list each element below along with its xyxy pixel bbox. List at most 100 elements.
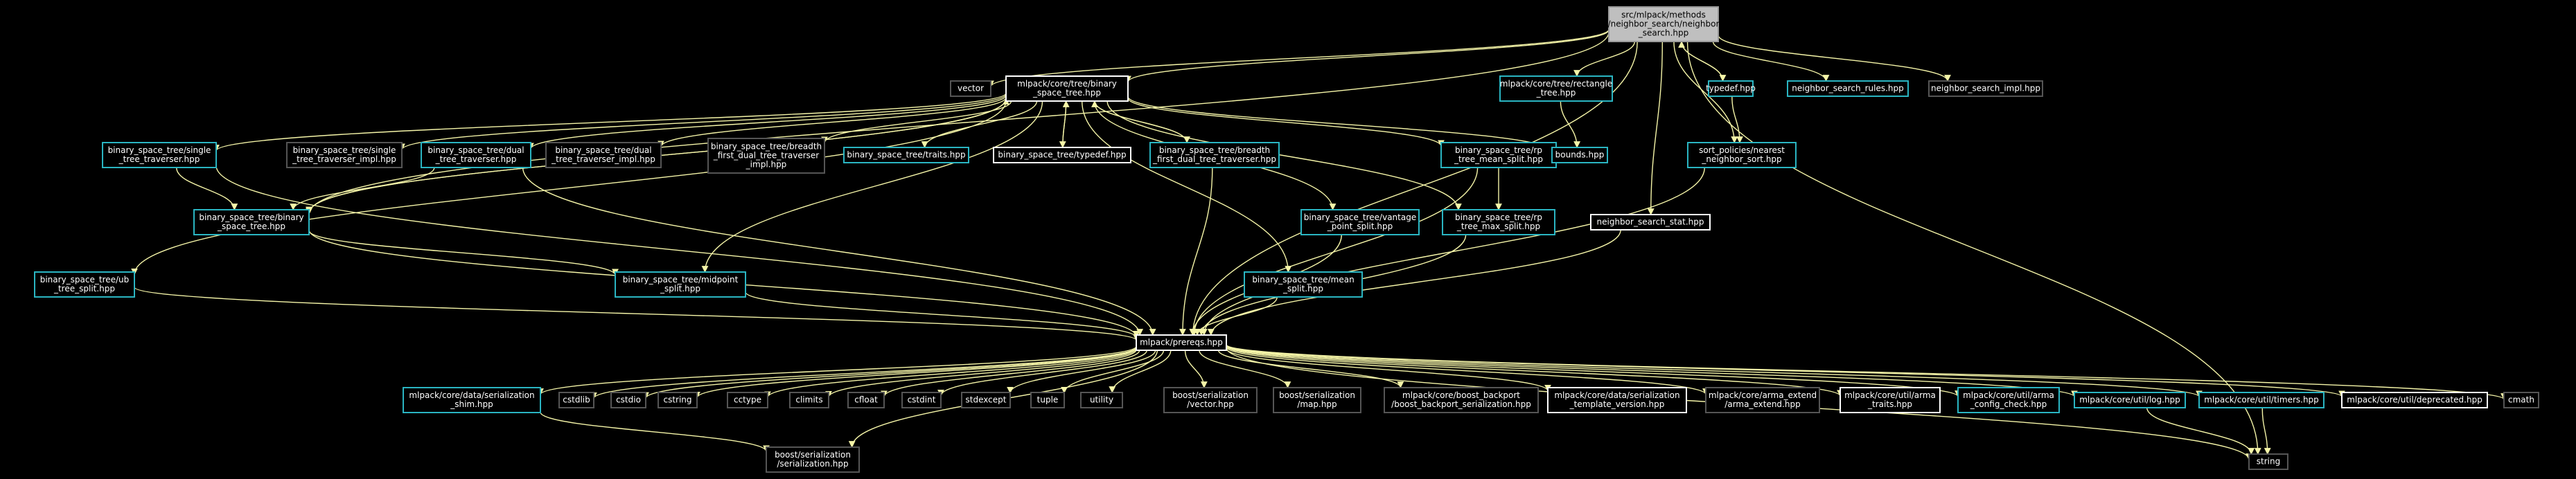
edge-bst-to-bfdtimpl xyxy=(821,100,1012,144)
node-cctype[interactable]: cctype xyxy=(727,392,768,408)
node-nsstat[interactable]: neighbor_search_stat.hpp xyxy=(1590,214,1711,231)
node-label-line: binary_space_tree/mean xyxy=(1252,275,1354,284)
node-sortnearest[interactable]: sort_policies/nearest_neighbor_sort.hpp xyxy=(1687,142,1797,168)
node-backport[interactable]: mlpack/core/boost_backport/boost_backpor… xyxy=(1384,387,1539,413)
edge-midpoint-to-prereqs xyxy=(745,291,1140,338)
node-string[interactable]: string xyxy=(2248,453,2288,470)
node-label-line: _config_check.hpp xyxy=(1970,399,2047,409)
node-cmath[interactable]: cmath xyxy=(2503,392,2539,408)
node-cstdlib[interactable]: cstdlib xyxy=(558,392,594,408)
node-tuple[interactable]: tuple xyxy=(1030,392,1065,408)
node-cstring[interactable]: cstring xyxy=(658,392,698,408)
edge-bst-to-rpmax xyxy=(1106,100,1462,210)
node-label-line: binary_space_tree/ub xyxy=(40,275,130,284)
node-label-line: _tree_split.hpp xyxy=(53,284,115,293)
node-box xyxy=(1787,80,1909,97)
node-box xyxy=(1957,387,2060,413)
node-bmap[interactable]: boost/serialization/map.hpp xyxy=(1273,387,1361,413)
node-box xyxy=(950,80,991,97)
node-rpmean[interactable]: binary_space_tree/rp_tree_mean_split.hpp xyxy=(1440,142,1557,168)
node-bfdt[interactable]: binary_space_tree/breadth_first_dual_tre… xyxy=(1149,142,1280,168)
node-box xyxy=(847,392,885,408)
node-prereqs[interactable]: mlpack/prereqs.hpp xyxy=(1136,334,1227,351)
edge-typedef-to-root xyxy=(1678,41,1724,82)
node-box xyxy=(615,271,746,298)
node-typedef[interactable]: typedef.hpp xyxy=(1706,80,1756,97)
node-armaext[interactable]: mlpack/core/arma_extend/arma_extend.hpp xyxy=(1705,387,1820,413)
node-cstdio[interactable]: cstdio xyxy=(610,392,646,408)
edge-shim-to-bser xyxy=(540,411,770,453)
node-label-line: typedef.hpp xyxy=(1706,84,1756,93)
node-mean[interactable]: binary_space_tree/mean_split.hpp xyxy=(1244,271,1363,298)
edge-prereqs-to-bmap xyxy=(1199,350,1291,388)
node-label-line: sort_policies/nearest xyxy=(1699,145,1785,155)
node-utility[interactable]: utility xyxy=(1080,392,1123,408)
node-bser[interactable]: boost/serialization/serialization.hpp xyxy=(766,446,860,473)
node-box xyxy=(2198,392,2324,408)
node-log[interactable]: mlpack/core/util/log.hpp xyxy=(2074,392,2186,408)
edge-rpmean-to-prereqs xyxy=(1190,167,1479,336)
node-rpmax[interactable]: binary_space_tree/rp_tree_max_split.hpp xyxy=(1442,209,1555,235)
node-dualimpl[interactable]: binary_space_tree/dual_tree_traverser_im… xyxy=(545,142,662,168)
node-label-line: binary_space_tree/typedef.hpp xyxy=(998,150,1126,160)
edge-bst-to-rpmean xyxy=(1127,98,1445,147)
node-root[interactable]: src/mlpack/methods/neighbor_search/neigh… xyxy=(1608,6,1720,42)
node-armaconfig[interactable]: mlpack/core/util/arma_config_check.hpp xyxy=(1957,387,2060,413)
edge-bst-to-singleimpl xyxy=(398,93,1007,151)
node-layer: src/mlpack/methods/neighbor_search/neigh… xyxy=(34,6,2539,473)
node-traits[interactable]: binary_space_tree/traits.hpp xyxy=(843,147,969,163)
node-ub[interactable]: binary_space_tree/ub_tree_split.hpp xyxy=(34,271,135,298)
node-label-line: tuple xyxy=(1037,395,1059,405)
node-bst[interactable]: mlpack/core/tree/binary_space_tree.hpp xyxy=(1005,75,1129,102)
node-box xyxy=(1840,387,1941,413)
node-stdexcept[interactable]: stdexcept xyxy=(961,392,1011,408)
node-nsimpl[interactable]: neighbor_search_impl.hpp xyxy=(1928,80,2043,97)
edge-mean-to-prereqs xyxy=(1194,296,1278,336)
node-label-line: binary_space_tree/dual xyxy=(555,145,651,155)
node-cfloat[interactable]: cfloat xyxy=(847,392,885,408)
edge-root-to-string xyxy=(1686,41,2261,455)
node-dual[interactable]: binary_space_tree/dual_tree_traverser.hp… xyxy=(421,142,531,168)
edge-single-to-bstinner xyxy=(175,167,238,210)
node-box xyxy=(2341,392,2488,408)
edge-sortnearest-to-prereqs xyxy=(1200,167,1705,336)
node-bsttypedef[interactable]: binary_space_tree/typedef.hpp xyxy=(993,147,1131,163)
node-label-line: binary_space_tree/rp xyxy=(1455,145,1542,155)
node-armatraits[interactable]: mlpack/core/util/arma_traits.hpp xyxy=(1840,387,1941,413)
node-bstinner[interactable]: binary_space_tree/binary_space_tree.hpp xyxy=(193,209,310,235)
node-climits[interactable]: climits xyxy=(789,392,829,408)
node-label-line: mlpack/core/util/log.hpp xyxy=(2079,395,2180,405)
edge-bst-to-mean xyxy=(1081,100,1292,273)
node-timers[interactable]: mlpack/core/util/timers.hpp xyxy=(2198,392,2324,408)
node-bounds[interactable]: bounds.hpp xyxy=(1551,147,1608,163)
node-box xyxy=(1136,334,1227,351)
node-single[interactable]: binary_space_tree/single_tree_traverser.… xyxy=(102,142,217,168)
edge-prereqs-to-tplver xyxy=(1226,348,1551,392)
node-label-line: /neighbor_search/neighbor xyxy=(1608,19,1720,29)
node-cstdint[interactable]: cstdint xyxy=(901,392,942,408)
node-box xyxy=(1005,75,1129,102)
node-box xyxy=(1300,209,1420,235)
node-vantage[interactable]: binary_space_tree/vantage_point_split.hp… xyxy=(1300,209,1420,235)
node-box xyxy=(789,392,829,408)
edge-ub-to-prereqs xyxy=(134,287,1140,341)
node-label-line: binary_space_tree/binary xyxy=(199,213,303,222)
node-box xyxy=(901,392,942,408)
node-vector[interactable]: vector xyxy=(950,80,991,97)
node-shim[interactable]: mlpack/core/data/serialization_shim.hpp xyxy=(403,387,541,413)
node-deprecated[interactable]: mlpack/core/util/deprecated.hpp xyxy=(2341,392,2488,408)
node-box xyxy=(1442,209,1555,235)
node-box xyxy=(707,138,825,174)
node-tplver[interactable]: mlpack/core/data/serialization_template_… xyxy=(1547,387,1687,413)
node-midpoint[interactable]: binary_space_tree/midpoint_split.hpp xyxy=(615,271,746,298)
node-box xyxy=(286,142,403,168)
node-bfdtimpl[interactable]: binary_space_tree/breadth_first_dual_tre… xyxy=(707,138,825,174)
node-box xyxy=(2248,453,2288,470)
node-nsrules[interactable]: neighbor_search_rules.hpp xyxy=(1787,80,1909,97)
node-rect[interactable]: mlpack/core/tree/rectangle_tree.hpp xyxy=(1499,75,1613,102)
node-label-line: boost/serialization xyxy=(775,450,851,460)
node-bvector[interactable]: boost/serialization/vector.hpp xyxy=(1163,387,1258,413)
edge-bfdt-to-bst xyxy=(1091,100,1188,143)
node-label-line: _tree.hpp xyxy=(1536,88,1576,98)
node-singleimpl[interactable]: binary_space_tree/single_tree_traverser_… xyxy=(286,142,403,168)
